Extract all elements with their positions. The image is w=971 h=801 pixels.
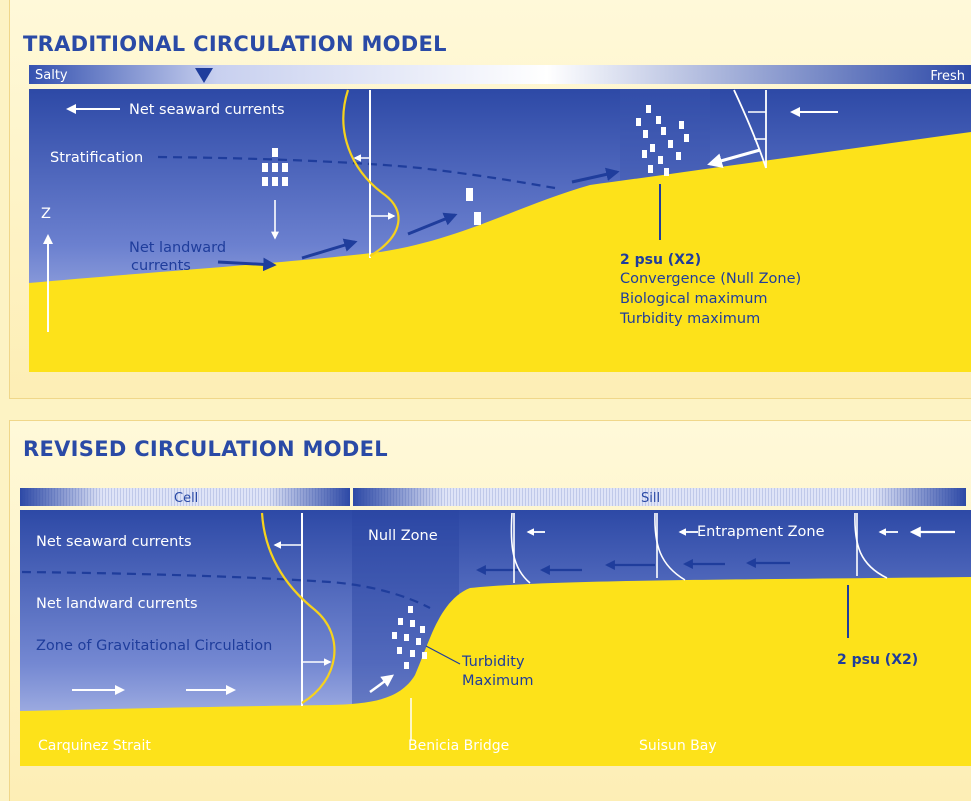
velocity-profile-2 [733, 89, 767, 169]
cell-bar-ticks [20, 488, 350, 506]
x2-label: 2 psu (X2) [620, 252, 701, 268]
benicia-bridge-label: Benicia Bridge [408, 738, 509, 754]
revised-title: REVISED CIRCULATION MODEL [23, 437, 388, 461]
entrapment-zone-label: Entrapment Zone [697, 524, 825, 540]
gravitational-zone-label: Zone of Gravitational Circulation [36, 638, 272, 654]
net-seaward-label: Net seaward currents [129, 102, 285, 118]
fresh-label: Fresh [930, 69, 965, 84]
upwelling-arrow [369, 674, 395, 694]
stratification-line-2 [21, 570, 431, 609]
velocity-profile-cell [260, 512, 336, 704]
traditional-title: TRADITIONAL CIRCULATION MODEL [23, 32, 447, 56]
x2-position-marker [195, 68, 213, 83]
turbidity-maximum-label: Turbidity maximum [619, 311, 760, 327]
stratification-label: Stratification [50, 150, 143, 166]
particle-cluster-left [262, 148, 288, 186]
net-landward-label-revised: Net landward currents [36, 596, 198, 612]
net-landward-label-1: Net landward [129, 240, 226, 256]
null-zone-label: Null Zone [368, 528, 438, 544]
sediment-bed [29, 132, 971, 372]
sill-label: Sill [641, 491, 660, 506]
turbidity-label-1: Turbidity [461, 654, 525, 670]
cell-label: Cell [174, 491, 198, 506]
particle-cluster-null-zone [636, 105, 689, 176]
net-landward-label-2: currents [131, 258, 191, 274]
turbidity-pointer [425, 645, 461, 665]
stratification-line [157, 155, 556, 190]
landward-arrows [217, 167, 620, 272]
suisun-bay-label: Suisun Bay [639, 738, 717, 754]
velocity-profile-1 [342, 89, 400, 257]
landward-arrow-white [707, 148, 761, 168]
salty-label: Salty [35, 68, 68, 83]
turbidity-label-2: Maximum [462, 673, 533, 689]
convergence-label: Convergence (Null Zone) [620, 271, 801, 287]
z-axis-label: Z [41, 206, 51, 222]
x2-label-2: 2 psu (X2) [837, 652, 918, 668]
particle-cluster-turbidity [392, 606, 427, 669]
sill-bar-ticks [353, 488, 966, 506]
sill-seaward-arrows [476, 558, 790, 575]
biological-maximum-label: Biological maximum [620, 291, 768, 307]
salinity-gradient-bar [29, 65, 971, 84]
sill-profiles [510, 512, 898, 584]
particle-cluster-mid [466, 188, 481, 225]
carquinez-strait-label: Carquinez Strait [38, 738, 151, 754]
sediment-bed-2 [20, 577, 971, 766]
net-seaward-label-2: Net seaward currents [36, 534, 192, 550]
